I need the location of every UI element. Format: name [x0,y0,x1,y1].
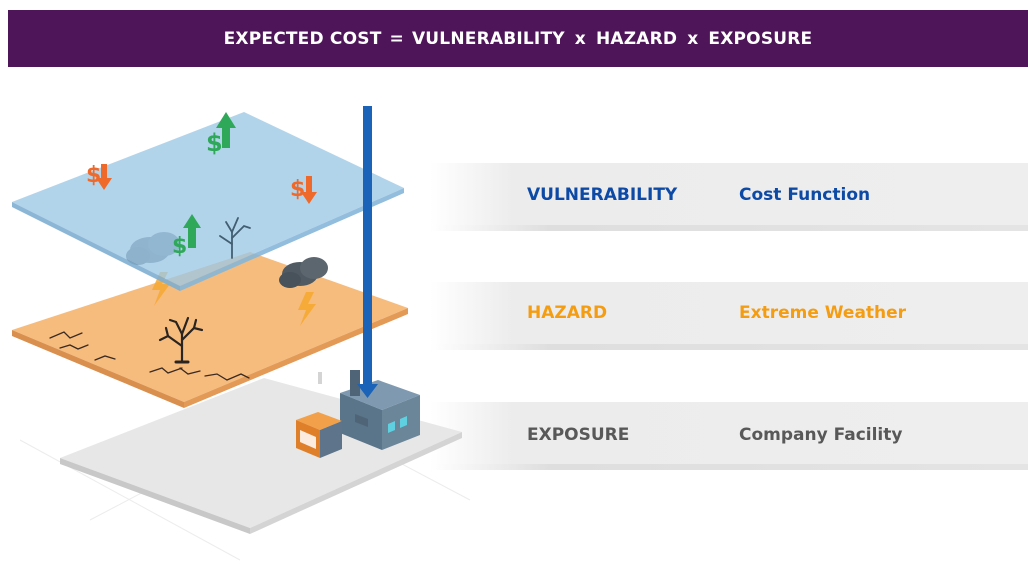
vulnerability-layer-description: Cost Function [739,185,871,205]
dollar-down-icon: $ [86,163,112,190]
formula-operator-1: x [574,28,586,49]
formula-banner: EXPECTED COST = VULNERABILITY x HAZARD x… [8,10,1028,67]
svg-text:$: $ [290,177,305,202]
warehouse-icon [296,412,342,458]
hazard-band [430,282,1028,344]
hazard-band-shadow [430,344,1028,350]
vulnerability-band [430,163,1028,225]
formula-term-vulnerability: VULNERABILITY [411,28,565,49]
formula-equals: = [389,28,404,49]
vulnerability-layer-name: VULNERABILITY [527,185,678,205]
exposure-band-shadow [430,464,1028,470]
dollar-up-icon: $ [172,214,201,259]
hazard-layer-description: Extreme Weather [739,303,907,323]
layered-risk-diagram: $ $ $ $ [12,106,471,561]
exposure-layer-name: EXPOSURE [527,425,630,445]
dead-tree-icon [158,316,204,364]
dollar-up-icon: $ [206,112,236,157]
formula-term-cost: EXPECTED COST [223,28,382,49]
vulnerability-band-shadow [430,225,1028,231]
formula-operator-2: x [687,28,699,49]
svg-text:$: $ [172,234,187,259]
ground-cracks [49,331,250,381]
dollar-down-icon: $ [290,176,317,204]
formula-term-exposure: EXPOSURE [708,28,813,49]
exposure-layer-description: Company Facility [739,425,903,445]
exposure-band [430,402,1028,464]
down-arrow-icon [357,106,378,398]
hazard-layer-name: HAZARD [527,303,608,323]
svg-text:$: $ [86,163,101,188]
dead-tree-icon [219,217,251,259]
lightning-icon [152,272,316,326]
factory-icon [318,370,420,450]
svg-text:$: $ [206,129,223,157]
vulnerability-plane [12,112,404,291]
formula-term-hazard: HAZARD [595,28,678,49]
hazard-plane [12,252,408,408]
